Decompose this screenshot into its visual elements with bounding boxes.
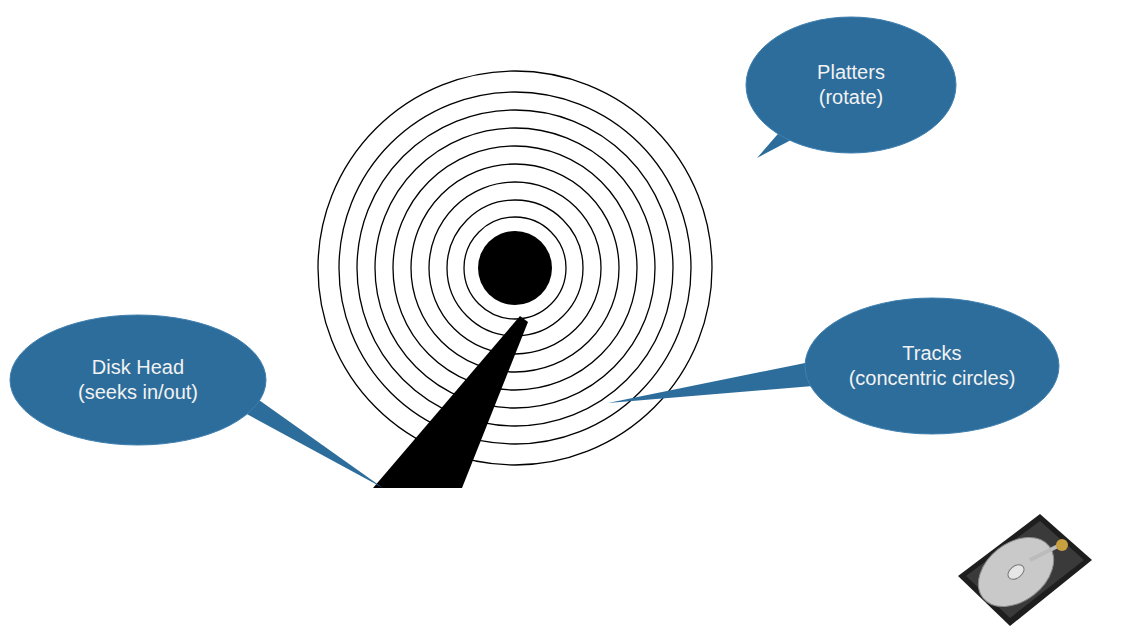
callout-title: Platters (817, 60, 885, 85)
callout-note: (concentric circles) (849, 366, 1016, 391)
track-circle (447, 200, 583, 336)
platter-tracks (318, 71, 712, 465)
callout-ellipse (10, 315, 266, 445)
drive-spindle (1005, 562, 1027, 583)
drive-body (958, 514, 1092, 626)
track-circle (318, 71, 712, 465)
callout-bubble: Disk Head(seeks in/out) (10, 315, 266, 445)
track-circle (339, 92, 691, 444)
callout-note: (seeks in/out) (78, 380, 198, 405)
track-circle (357, 110, 673, 426)
callout-tail (608, 360, 825, 403)
callout-tails (230, 120, 825, 488)
callout-outline (746, 17, 956, 153)
spindle-hub (478, 231, 552, 305)
disk-head-arm (373, 316, 528, 488)
callout-outline (805, 298, 1059, 434)
track-circle (464, 217, 566, 319)
drive-arm (1030, 545, 1060, 560)
callout-ellipse (746, 17, 956, 153)
drive-platter (965, 523, 1067, 620)
callout-title: Tracks (902, 341, 961, 366)
callout-bubble: Tracks(concentric circles) (805, 298, 1059, 434)
callout-outline (10, 315, 266, 445)
track-circle (375, 128, 655, 408)
callout-note: (rotate) (819, 85, 883, 110)
callout-title: Disk Head (92, 355, 184, 380)
drive-actuator (1056, 539, 1068, 551)
hard-drive-photo (958, 514, 1092, 626)
callout-bubble: Platters(rotate) (746, 17, 956, 153)
callout-ellipse (805, 298, 1059, 434)
